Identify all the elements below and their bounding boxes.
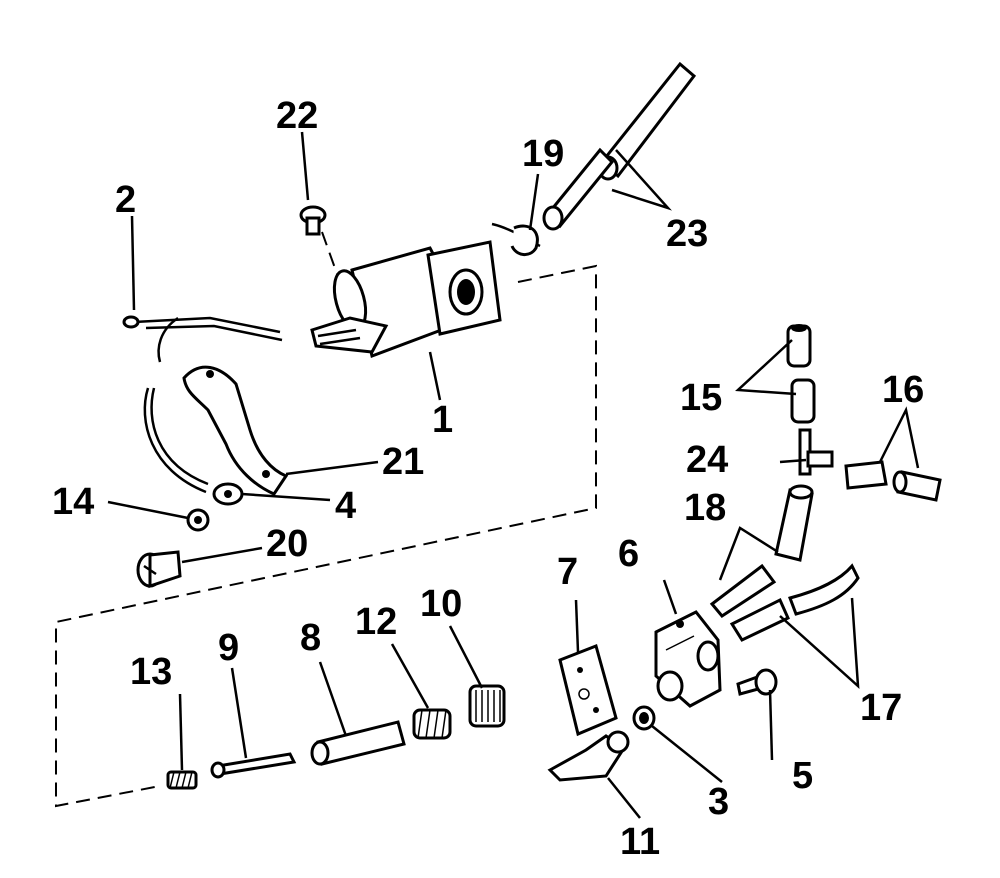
part-12-spring: [412, 708, 452, 740]
part-21-clamp: [182, 365, 289, 496]
part-14-star-washer: [186, 508, 210, 532]
label-11: 11: [620, 821, 660, 863]
part-15-hoses: [786, 324, 816, 424]
part-16-hoses: [844, 460, 942, 502]
label-4: 4: [335, 485, 356, 527]
part-9-pin: [210, 752, 297, 779]
part-18-hoses: [709, 484, 814, 618]
part-10-bearing: [468, 684, 506, 728]
label-19: 19: [522, 133, 564, 175]
label-18: 18: [684, 487, 726, 529]
label-16: 16: [882, 369, 924, 411]
label-8: 8: [300, 617, 321, 659]
part-8-plunger: [310, 720, 406, 766]
part-13-spring: [166, 770, 198, 790]
part-23-hoses: [542, 61, 697, 231]
label-12: 12: [355, 601, 397, 643]
label-22: 22: [276, 95, 318, 137]
label-21: 21: [382, 441, 424, 483]
part-20-screw: [136, 550, 182, 589]
part-19-clip: [491, 222, 541, 256]
label-3: 3: [708, 781, 729, 823]
label-9: 9: [218, 627, 239, 669]
part-2-wire: [122, 315, 283, 363]
part-24-tee-fitting: [798, 428, 834, 476]
part-1-body: [310, 240, 502, 359]
part-5-screw: [736, 668, 778, 696]
label-13: 13: [130, 651, 172, 693]
dashed-boundary: [55, 264, 597, 808]
label-17: 17: [860, 687, 902, 729]
part-11-valve: [547, 730, 630, 782]
label-1: 1: [432, 399, 453, 441]
part-3-o-ring: [632, 705, 656, 731]
part-22-screw: [299, 205, 327, 236]
label-14: 14: [52, 481, 94, 523]
label-23: 23: [666, 213, 708, 255]
leader-lines: [107, 131, 920, 819]
label-7: 7: [557, 551, 578, 593]
label-6: 6: [618, 533, 639, 575]
label-20: 20: [266, 523, 308, 565]
part-7-gasket: [558, 644, 618, 737]
part-6-pump-body: [654, 610, 722, 708]
label-10: 10: [420, 583, 462, 625]
label-5: 5: [792, 755, 813, 797]
label-2: 2: [115, 179, 136, 221]
part-17-hoses: [729, 563, 860, 642]
label-15: 15: [680, 377, 722, 419]
label-24: 24: [686, 439, 728, 481]
callout-labels: 1 2 3 4 5 6 7 8 9 10 11 12 13 14 15 16 1…: [52, 95, 924, 863]
